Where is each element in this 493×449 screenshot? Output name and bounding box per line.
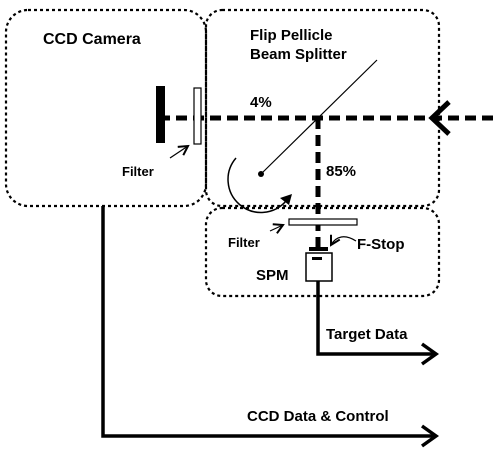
spm-label: SPM bbox=[256, 267, 289, 284]
ccd-sensor-icon bbox=[156, 86, 165, 143]
camera-filter-icon bbox=[193, 87, 202, 145]
target-data-line bbox=[316, 281, 434, 356]
ccd-data-line bbox=[101, 206, 434, 438]
spm-filter-label: Filter bbox=[228, 235, 260, 250]
spm-detector-window bbox=[312, 257, 322, 260]
splitter-title-line2: Beam Splitter bbox=[250, 46, 347, 63]
reflect-percent: 4% bbox=[250, 94, 272, 111]
pellicle-pointer bbox=[260, 59, 378, 175]
transmit-percent: 85% bbox=[326, 163, 356, 180]
splitter-title-line1: Flip Pellicle bbox=[250, 27, 333, 44]
camera-filter-pointer bbox=[169, 146, 188, 159]
fstop-pointer bbox=[331, 237, 357, 245]
ccd-camera-title: CCD Camera bbox=[43, 31, 141, 48]
flip-rotation-arrowhead-icon bbox=[280, 194, 292, 205]
target-data-arrow-icon bbox=[420, 342, 440, 366]
spm-box bbox=[204, 206, 441, 298]
fstop-icon bbox=[309, 247, 328, 251]
pellicle-pivot-icon bbox=[258, 171, 264, 177]
fstop-label: F-Stop bbox=[357, 236, 404, 253]
ccd-data-label: CCD Data & Control bbox=[247, 408, 389, 425]
spm-filter-icon bbox=[288, 218, 358, 226]
beam-entry-arrow-icon bbox=[428, 100, 451, 136]
target-data-label: Target Data bbox=[326, 326, 408, 343]
ccd-data-arrow-icon bbox=[420, 424, 440, 448]
camera-filter-label: Filter bbox=[122, 164, 154, 179]
flip-rotation-arrow-icon bbox=[227, 157, 287, 214]
spm-filter-pointer bbox=[269, 225, 283, 231]
